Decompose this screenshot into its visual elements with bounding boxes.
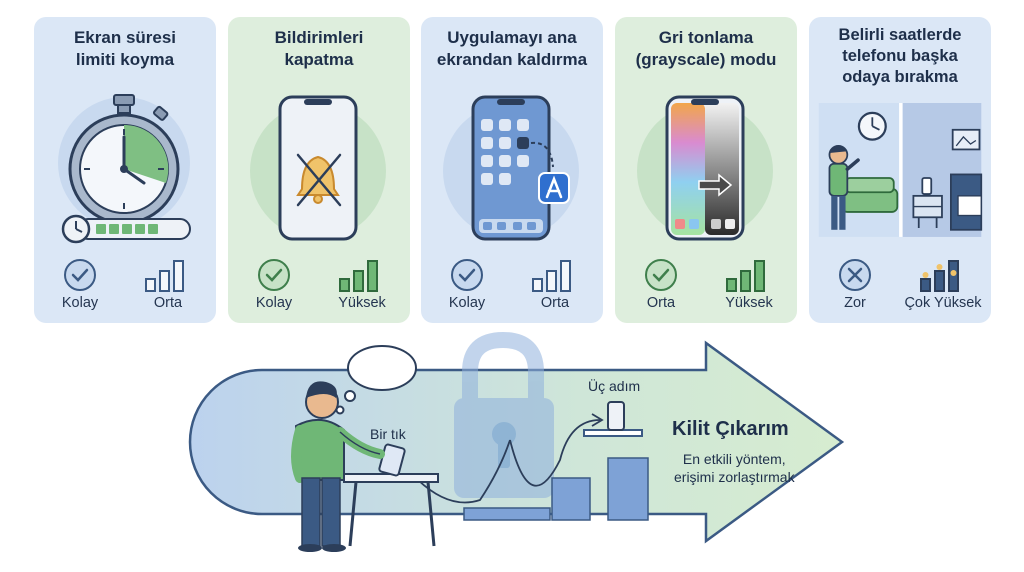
impact-bars-icon (339, 260, 378, 292)
impact-bars-stars-icon (920, 260, 959, 292)
ease-label: Orta (646, 295, 676, 311)
title-line: ekrandan kaldırma (436, 50, 588, 69)
card-title: Ekran süresi limiti koyma (34, 27, 216, 71)
card-remove-app-from-home: Uygulamayı ana ekrandan kaldırma (421, 17, 603, 323)
muted-phone-illustration (250, 95, 386, 241)
card-grayscale-mode: Gri tonlama (grayscale) modu (615, 17, 797, 323)
title-line: kapatma (284, 50, 354, 69)
card-screen-time-limit: Ekran süresi limiti koyma (34, 17, 216, 323)
key-takeaway-description: En etkili yöntem, erişimi zorlaştırmak (674, 450, 795, 486)
card-title: Bildirimleri kapatma (228, 27, 410, 71)
impact-label: Orta (153, 295, 183, 311)
card-title: Belirli saatlerde telefonu başka odaya b… (809, 25, 991, 88)
title-line: Belirli saatlerde (838, 26, 962, 44)
title-line: odaya bırakma (842, 68, 958, 86)
title-line: Uygulamayı ana (447, 28, 577, 47)
card-phone-in-another-room: Belirli saatlerde telefonu başka odaya b… (809, 17, 991, 323)
check-icon (64, 259, 96, 291)
ease-label: Kolay (255, 295, 293, 311)
title-line: Bildirimleri (274, 28, 364, 47)
title-line: Gri tonlama (658, 28, 754, 47)
title-line: Ekran süresi (73, 28, 177, 47)
ease-label: Zor (844, 295, 866, 311)
impact-label: Yüksek (725, 295, 773, 311)
two-rooms-illustration (818, 103, 983, 237)
title-line: (grayscale) modu (635, 50, 777, 69)
three-steps-label: Üç adım (588, 378, 641, 394)
check-icon (258, 259, 290, 291)
description-line: En etkili yöntem, (682, 451, 786, 467)
check-icon (645, 259, 677, 291)
card-title: Gri tonlama (grayscale) modu (615, 27, 797, 71)
impact-bars-icon (145, 260, 184, 292)
impact-label: Yüksek (338, 295, 386, 311)
key-takeaway-title: Kilit Çıkarım (672, 418, 789, 440)
home-screen-illustration (443, 95, 579, 241)
card-title: Uygulamayı ana ekrandan kaldırma (421, 27, 603, 71)
x-icon (839, 259, 871, 291)
title-line: telefonu başka (842, 47, 958, 65)
impact-bars-icon (532, 260, 571, 292)
grayscale-phone-illustration (637, 95, 773, 241)
stopwatch-illustration (58, 94, 191, 244)
impact-label: Çok Yüksek (904, 295, 982, 311)
one-tap-label: Bir tık (370, 426, 406, 442)
impact-bars-icon (726, 260, 765, 292)
impact-label: Orta (540, 295, 570, 311)
card-turn-off-notifications: Bildirimleri kapatma Kolay Yüksek (228, 17, 410, 323)
ease-label: Kolay (61, 295, 99, 311)
title-line: limiti koyma (75, 50, 175, 69)
ease-label: Kolay (448, 295, 486, 311)
description-line: erişimi zorlaştırmak (674, 469, 795, 485)
check-icon (451, 259, 483, 291)
